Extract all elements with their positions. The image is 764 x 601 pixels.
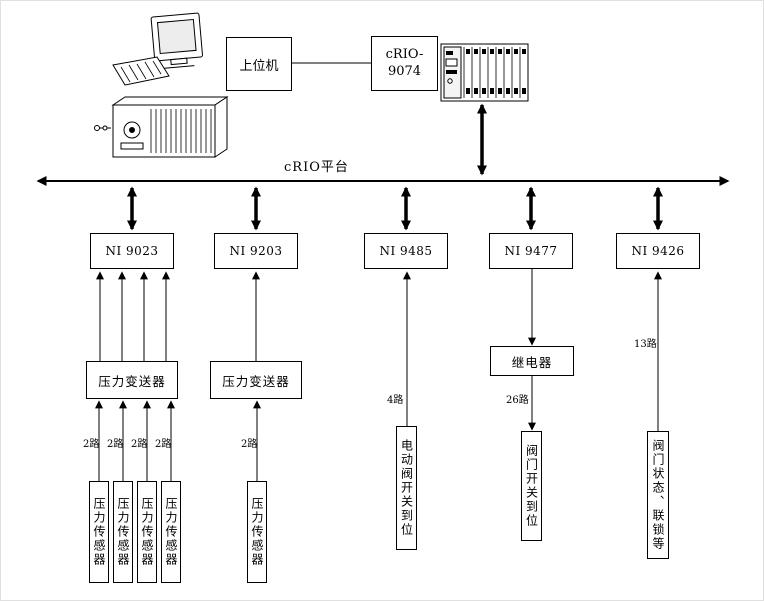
- node-transmitter-2: 压力变送器: [210, 361, 302, 399]
- device-label: 阀门开关到位: [524, 444, 539, 528]
- bus-module-connectors: [127, 186, 663, 231]
- node-relay: 继电器: [490, 346, 574, 376]
- relay-label: 继电器: [511, 354, 553, 370]
- node-crio-9074: cRIO- 9074: [371, 36, 438, 91]
- host-label: 上位机: [239, 58, 279, 74]
- channel-label: 2路: [107, 439, 124, 450]
- crio-label-line2: 9074: [387, 63, 422, 79]
- sensor-label: 压力传感器: [92, 497, 106, 567]
- node-host: 上位机: [226, 37, 292, 91]
- computer-icon: [112, 12, 203, 86]
- module-label: NI 9203: [229, 244, 283, 258]
- node-module-ni9203: NI 9203: [214, 233, 298, 269]
- channel-label: 13路: [634, 339, 657, 350]
- node-sensor-5: 压力传感器: [247, 481, 267, 583]
- channel-label: 2路: [83, 439, 100, 450]
- module-label: NI 9477: [504, 244, 558, 258]
- channel-label: 2路: [241, 439, 258, 450]
- sensor-label: 压力传感器: [140, 497, 154, 567]
- module-label: NI 9426: [631, 244, 685, 258]
- branch1-arrows: [95, 271, 175, 481]
- node-module-ni9477: NI 9477: [489, 233, 573, 269]
- device-label: 电动阀开关到位: [399, 439, 414, 537]
- channel-label: 2路: [155, 439, 172, 450]
- node-module-ni9485: NI 9485: [364, 233, 448, 269]
- channel-label: 4路: [387, 395, 404, 406]
- crio-label-line1: cRIO-: [385, 47, 424, 63]
- server-icon: [94, 96, 229, 158]
- node-valve-switch-status: 阀门开关到位: [521, 431, 542, 541]
- channel-label: 2路: [131, 439, 148, 450]
- node-sensor-2: 压力传感器: [113, 481, 133, 583]
- node-sensor-4: 压力传感器: [161, 481, 181, 583]
- transmitter-label: 压力变送器: [98, 373, 166, 389]
- node-sensor-1: 压力传感器: [89, 481, 109, 583]
- module-label: NI 9485: [379, 244, 433, 258]
- sensor-label: 压力传感器: [164, 497, 178, 567]
- branch2-arrows: [252, 271, 261, 481]
- node-valve-state-interlock: 阀门状态、联锁等: [647, 431, 669, 559]
- module-label: NI 9023: [105, 244, 159, 258]
- platform-label: cRIO平台: [284, 160, 349, 175]
- device-label: 阀门状态、联锁等: [651, 439, 665, 551]
- node-transmitter-1: 压力变送器: [86, 361, 178, 399]
- transmitter-label: 压力变送器: [222, 373, 290, 389]
- sensor-label: 压力传感器: [250, 497, 264, 567]
- node-module-ni9023: NI 9023: [90, 233, 174, 269]
- channel-label: 26路: [506, 395, 529, 406]
- node-module-ni9426: NI 9426: [616, 233, 700, 269]
- sensor-label: 压力传感器: [116, 497, 130, 567]
- crio-chassis-icon: [440, 43, 529, 102]
- node-electric-valve-status: 电动阀开关到位: [396, 426, 417, 550]
- node-sensor-3: 压力传感器: [137, 481, 157, 583]
